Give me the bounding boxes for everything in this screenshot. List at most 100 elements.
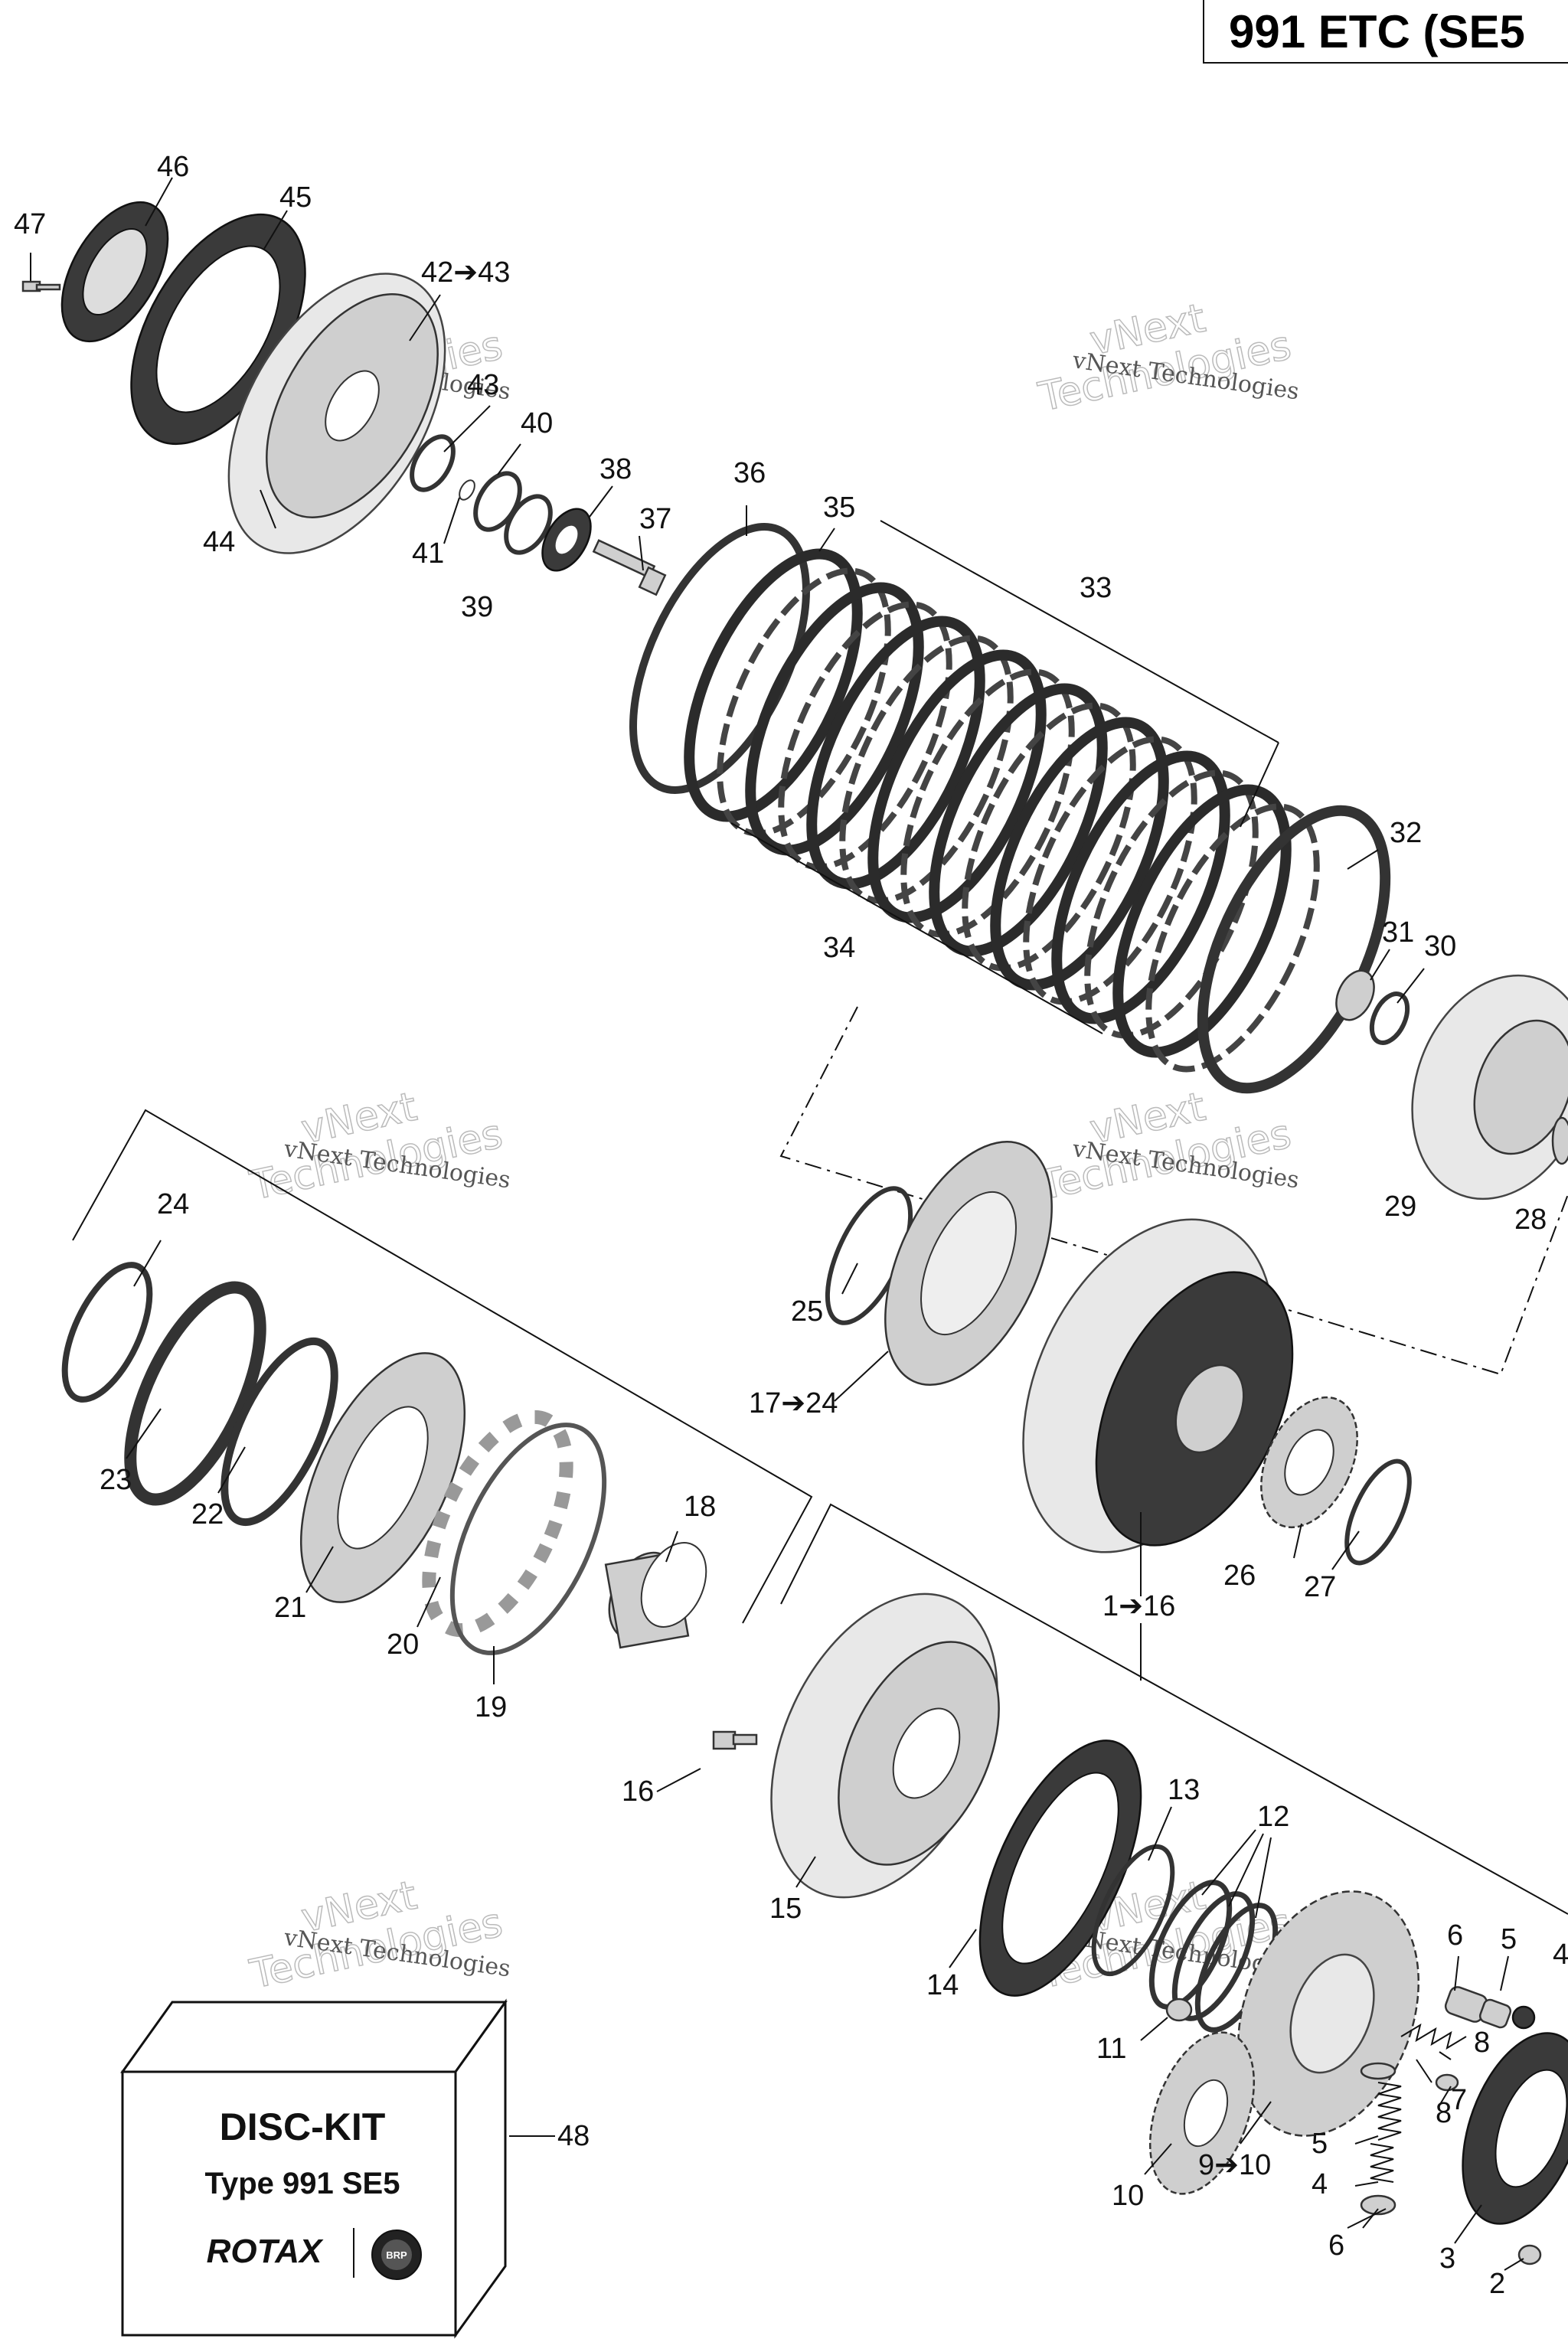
callout-25: 25 bbox=[791, 1295, 823, 1328]
callout-26: 26 bbox=[1223, 1560, 1256, 1592]
callout-29: 29 bbox=[1384, 1191, 1416, 1223]
callout-10: 10 bbox=[1112, 2180, 1144, 2212]
part-46-bearing-cover bbox=[60, 201, 169, 343]
watermark-logo-text: vNext Technologies bbox=[1025, 279, 1295, 421]
part-20-rollers bbox=[422, 1410, 573, 1638]
part-19-cage bbox=[449, 1423, 607, 1655]
part-22-ring bbox=[220, 1337, 338, 1527]
part-2-nut bbox=[1517, 2244, 1542, 2265]
steel-disc bbox=[1145, 803, 1320, 1073]
part-4-5-spring-lower bbox=[1370, 2082, 1402, 2183]
callout-22: 22 bbox=[191, 1498, 224, 1530]
leader-lines bbox=[126, 177, 1524, 2271]
steel-disc bbox=[778, 601, 952, 871]
rotax-logo: ROTAX bbox=[207, 2233, 324, 2270]
friction-disc bbox=[1051, 750, 1230, 1024]
callout-13: 13 bbox=[1168, 1774, 1200, 1806]
watermark-logo-text: vNext Technologies bbox=[237, 1857, 506, 1998]
friction-disc bbox=[929, 683, 1108, 957]
callout-5b: 5 bbox=[1312, 2128, 1328, 2160]
friction-disc bbox=[806, 616, 985, 890]
part-44-cover bbox=[227, 273, 446, 554]
part-16-bolt bbox=[712, 1730, 758, 1750]
part-31-nut bbox=[1335, 969, 1375, 1021]
callout-45: 45 bbox=[279, 181, 312, 214]
steel-disc bbox=[962, 702, 1136, 972]
callout-16: 16 bbox=[622, 1775, 654, 1808]
callout-24: 24 bbox=[157, 1188, 189, 1220]
part-5-4-spring-cups bbox=[1444, 1986, 1536, 2030]
watermark-3: vNext Technologies vNext Technologies bbox=[237, 1068, 512, 1210]
callout-34: 34 bbox=[823, 932, 855, 964]
callout-4b: 4 bbox=[1312, 2168, 1328, 2200]
watermark-logo-text: vNext Technologies bbox=[237, 1068, 506, 1210]
part-10-gear bbox=[1148, 2031, 1256, 2195]
part-38-seal bbox=[541, 508, 592, 572]
callout-15: 15 bbox=[769, 1893, 802, 1925]
part-23-plate bbox=[124, 1281, 266, 1506]
kit-title: DISC-KIT bbox=[220, 2105, 386, 2148]
callout-32: 32 bbox=[1390, 817, 1422, 849]
part-30-washer bbox=[1369, 991, 1410, 1045]
callout-6b: 6 bbox=[1328, 2230, 1344, 2262]
callout-43: 43 bbox=[467, 369, 499, 401]
watermark-2: vNext Technologies vNext Technologies bbox=[1025, 279, 1301, 421]
callout-33: 33 bbox=[1080, 572, 1112, 604]
friction-disc bbox=[1112, 784, 1292, 1058]
part-3-pressure-plate bbox=[1462, 2032, 1568, 2225]
callout-17-24: 17➔24 bbox=[749, 1387, 838, 1419]
frame-1-16 bbox=[780, 1503, 1568, 1915]
part-17-24-cam-assembly bbox=[884, 1141, 1053, 1386]
callout-35: 35 bbox=[823, 492, 855, 524]
friction-disc bbox=[990, 717, 1169, 991]
part-41-oring bbox=[459, 479, 475, 501]
callout-46: 46 bbox=[157, 151, 189, 183]
callout-5a: 5 bbox=[1501, 1923, 1517, 1955]
watermark-5: vNext Technologies vNext Technologies bbox=[237, 1857, 512, 1998]
callout-37: 37 bbox=[639, 503, 671, 535]
steel-disc bbox=[900, 668, 1075, 938]
callout-21: 21 bbox=[274, 1592, 306, 1624]
callout-4a: 4 bbox=[1553, 1939, 1568, 1971]
part-13-snap-ring bbox=[1091, 1844, 1175, 1977]
callout-14: 14 bbox=[926, 1969, 959, 2001]
part-43-washer bbox=[410, 434, 456, 492]
part-8-washer bbox=[1435, 2073, 1459, 2092]
callout-8b: 8 bbox=[1436, 2097, 1452, 2129]
callout-36: 36 bbox=[733, 457, 766, 489]
part-15-drum bbox=[770, 1592, 1000, 1899]
callout-12: 12 bbox=[1257, 1801, 1289, 1833]
part-28-washer bbox=[1551, 1116, 1568, 1165]
callout-30: 30 bbox=[1424, 930, 1456, 962]
page-title: 991 ETC (SE5 bbox=[1229, 6, 1525, 57]
callout-42-43: 42➔43 bbox=[421, 256, 510, 289]
callout-20: 20 bbox=[387, 1628, 419, 1661]
callout-3: 3 bbox=[1439, 2243, 1455, 2275]
callout-28: 28 bbox=[1514, 1204, 1547, 1236]
brp-logo-icon: BRP bbox=[371, 2230, 422, 2280]
callout-44: 44 bbox=[203, 526, 235, 558]
callout-9-10: 9➔10 bbox=[1198, 2149, 1271, 2181]
callout-31: 31 bbox=[1382, 916, 1414, 949]
clutch-disc-pack bbox=[684, 548, 1320, 1073]
callout-8a: 8 bbox=[1474, 2027, 1490, 2059]
title-box: 991 ETC (SE5 bbox=[1203, 0, 1568, 64]
part-18-sleeve bbox=[604, 1542, 707, 1649]
callout-2: 2 bbox=[1489, 2268, 1505, 2300]
part-40-washer bbox=[473, 471, 522, 532]
disc-kit-box: DISC-KIT Type 991 SE5 ROTAX BRP bbox=[120, 1998, 508, 2339]
part-1-16-clutch-drum bbox=[1022, 1218, 1294, 1553]
callout-40: 40 bbox=[521, 407, 553, 439]
callout-labels: 47 46 45 42➔43 43 44 40 41 39 38 37 36 3… bbox=[14, 151, 1568, 2300]
friction-disc bbox=[684, 548, 863, 822]
callout-39: 39 bbox=[461, 591, 493, 623]
part-39-washer bbox=[504, 494, 553, 555]
callout-23: 23 bbox=[100, 1464, 132, 1496]
callout-27: 27 bbox=[1304, 1571, 1336, 1603]
friction-disc bbox=[867, 649, 1047, 923]
callout-6a: 6 bbox=[1447, 1919, 1463, 1952]
svg-text:BRP: BRP bbox=[386, 2249, 407, 2261]
part-7-spring bbox=[1400, 2023, 1467, 2050]
part-47-screw bbox=[21, 253, 61, 292]
